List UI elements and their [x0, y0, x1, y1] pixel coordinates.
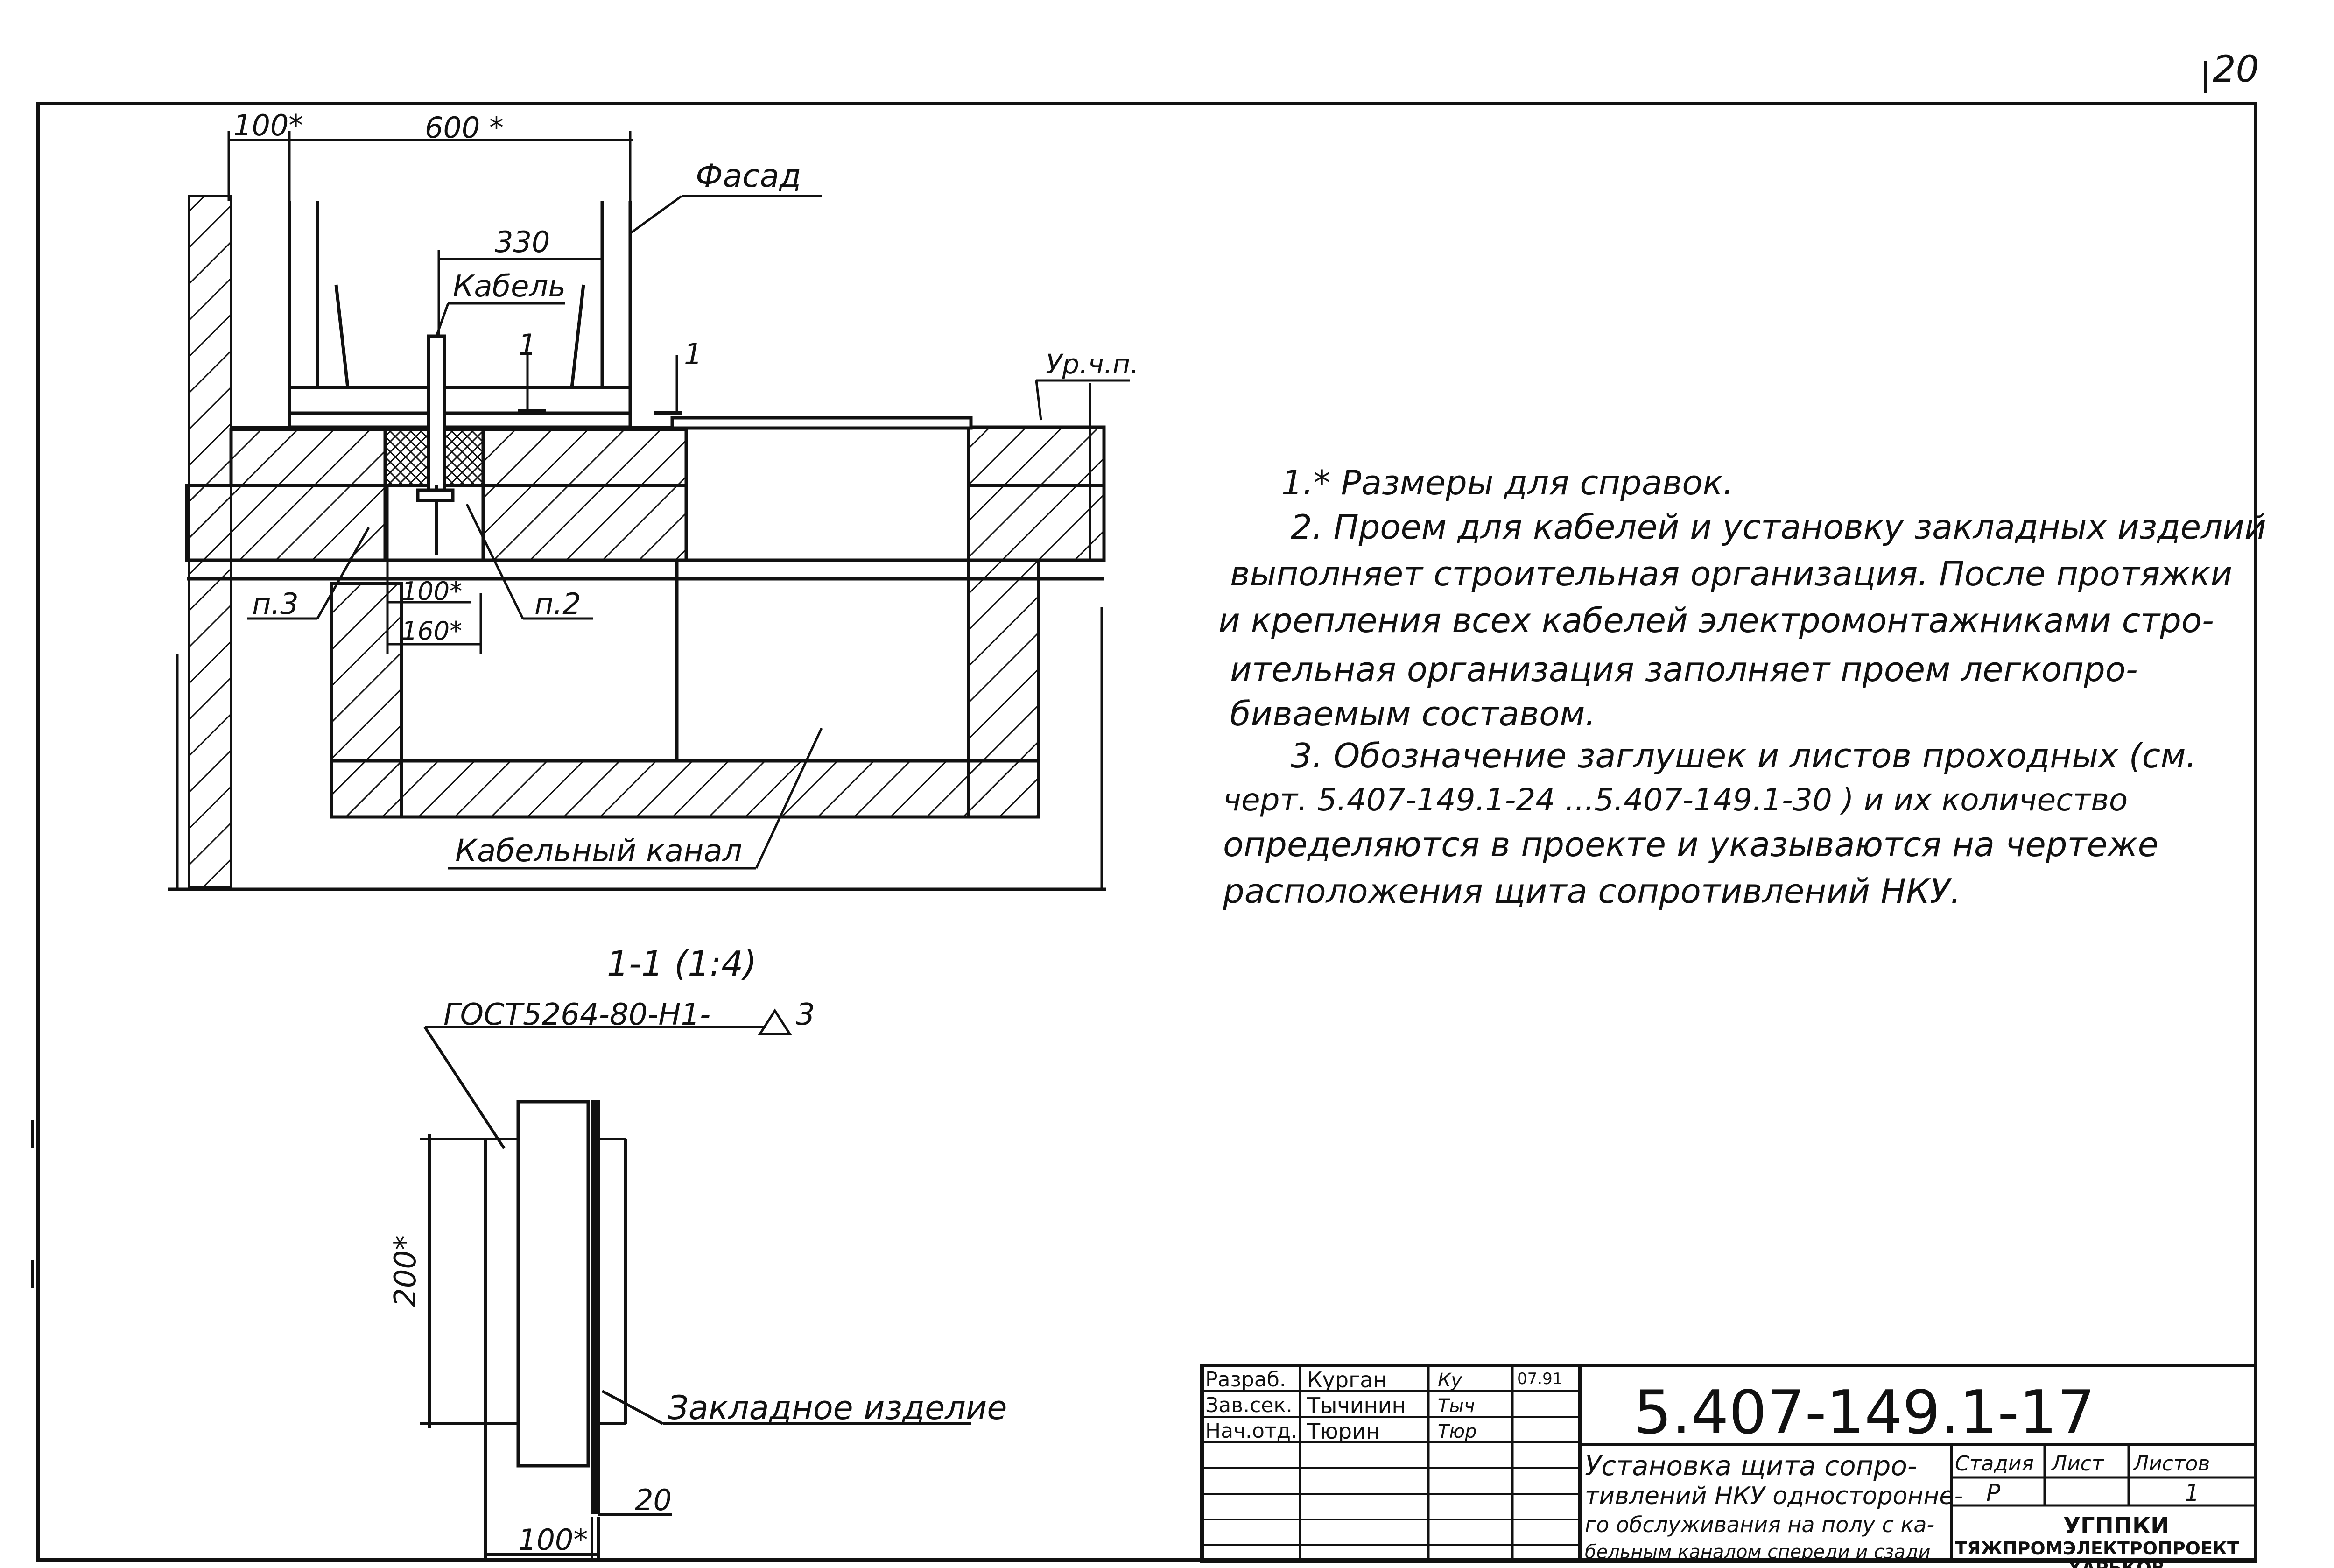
label-cable-channel: Кабельный канал [455, 833, 742, 869]
dim-330: 330 [495, 225, 550, 259]
label-floor-level: Ур.ч.п. [1046, 348, 1139, 380]
note-line-6: биваемым составом. [1230, 694, 1596, 733]
doc-number: 5.407-149.1-17 [1634, 1378, 2095, 1448]
sheets-value: 1 [2185, 1479, 2200, 1506]
note-line-7: 3. Обозначение заглушек и листов проходн… [1291, 736, 2197, 775]
dim-200: 200* [388, 1235, 423, 1307]
title-line-4: бельным каналом спереди и сзади [1585, 1541, 1931, 1563]
dim-160: 160* [401, 616, 462, 646]
approval-row-2: Зав.сек. Тычинин Тыч [1205, 1393, 1475, 1418]
sheet-frame [31, 61, 2257, 1562]
note-line-9: определяются в проекте и указываются на … [1223, 825, 2158, 864]
label-facade: Фасад [696, 158, 801, 195]
note-line-4: и крепления всех кабелей электромонтажни… [1218, 601, 2214, 640]
note-line-3: выполняет строительная организация. Посл… [1230, 554, 2233, 593]
title-line-2: тивлений НКУ односторонне- [1585, 1482, 1963, 1510]
approval-row-3: Нач.отд. Тюрин Тюр [1205, 1419, 1477, 1444]
dim-100-small: 100* [401, 577, 462, 606]
cut-mark-right: 1 [684, 337, 702, 371]
row-signature: Ку [1438, 1370, 1462, 1391]
page-number: 20 [2213, 49, 2259, 91]
plan-view [168, 195, 1106, 891]
stage-value: Р [1986, 1479, 2001, 1506]
title-line-1: Установка щита сопро- [1585, 1450, 1917, 1482]
dim-20: 20 [635, 1483, 672, 1517]
row-name: Тычинин [1307, 1393, 1406, 1418]
row-name: Курган [1307, 1367, 1387, 1392]
note-line-2: 2. Проем для кабелей и установку закладн… [1291, 507, 2266, 547]
row-signature: Тыч [1438, 1395, 1475, 1417]
row-role: Зав.сек. [1205, 1393, 1293, 1417]
approval-row-1: Разраб. Курган Ку 07.91 [1205, 1367, 1562, 1392]
title-block [1200, 1364, 2257, 1563]
note-line-1: 1.* Размеры для справок. [1281, 463, 1734, 502]
org-line-1: УГППКИ [2063, 1513, 2169, 1539]
dim-600-top: 600 * [425, 111, 504, 145]
cut-mark-left: 1 [518, 328, 536, 362]
weld-label: ГОСТ5264-80-Н1- [443, 998, 710, 1032]
label-embedded-item: Закладное изделие [668, 1389, 1007, 1427]
row-date: 07.91 [1517, 1370, 1562, 1388]
label-p3: п.3 [252, 587, 299, 621]
org-line-2: ТЯЖПРОМЭЛЕКТРОПРОЕКТ [1955, 1538, 2239, 1559]
plan-dimensions [227, 131, 1130, 870]
row-role: Нач.отд. [1205, 1419, 1297, 1443]
row-signature: Тюр [1438, 1421, 1477, 1442]
row-name: Тюрин [1307, 1419, 1380, 1444]
org-line-3: ХАРЬКОВ [2068, 1558, 2165, 1568]
row-role: Разраб. [1205, 1368, 1286, 1392]
dim-100-top: 100* [233, 108, 303, 142]
title-line-3: го обслуживания на полу с ка- [1585, 1512, 1934, 1537]
note-line-8: черт. 5.407-149.1-24 ...5.407-149.1-30 )… [1223, 782, 2128, 818]
note-line-5: ительная организация заполняет проем лег… [1230, 650, 2138, 689]
note-line-10: расположения щита сопротивлений НКУ. [1223, 872, 1961, 911]
section-title: 1-1 (1:4) [607, 944, 757, 984]
label-cable: Кабель [453, 269, 566, 304]
sheet-header: Лист [2051, 1452, 2104, 1476]
dim-100-section: 100* [518, 1523, 588, 1557]
weld-size: 3 [796, 998, 815, 1032]
section-view [420, 1008, 971, 1559]
stage-header: Стадия [1955, 1452, 2034, 1476]
sheets-header: Листов [2132, 1452, 2210, 1476]
label-p2: п.2 [534, 587, 581, 621]
